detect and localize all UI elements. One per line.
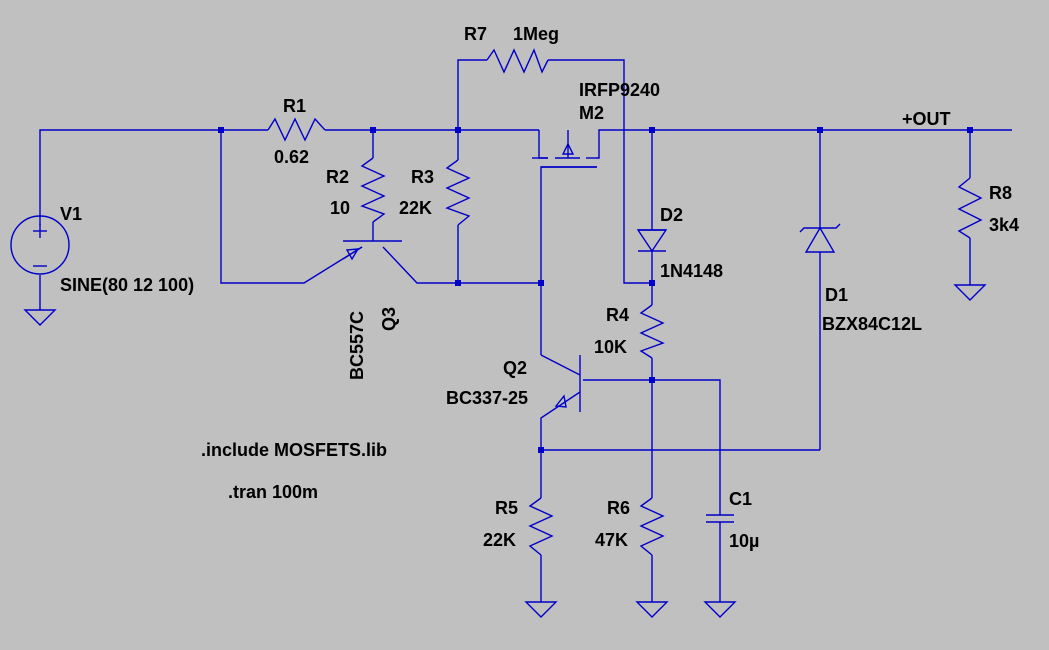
junction-dot [817, 127, 823, 133]
label-v1-ref: V1 [60, 204, 82, 224]
label-r8-value: 3k4 [989, 215, 1019, 235]
ground-icon [524, 601, 558, 618]
junction-dot [538, 280, 544, 286]
wire-q2-collector [540, 354, 581, 376]
ground-icon [953, 284, 987, 301]
label-r1-ref: R1 [283, 96, 306, 116]
label-c1-ref: C1 [729, 489, 752, 509]
source-circle [10, 215, 70, 275]
label-m2-value: IRFP9240 [579, 80, 660, 100]
wire-r7-left [457, 59, 487, 130]
diode-d2[interactable] [636, 229, 668, 253]
label-r7-value: 1Meg [513, 24, 559, 44]
spice-directive-include[interactable]: .include MOSFETS.lib [201, 440, 387, 460]
resistor-r7[interactable] [486, 48, 549, 74]
wire-input-rail [39, 129, 268, 225]
label-r3-ref: R3 [411, 167, 434, 187]
junction-dot [538, 447, 544, 453]
label-r8-ref: R8 [989, 183, 1012, 203]
wire-q2-base [583, 379, 721, 515]
label-c1-value: 10µ [729, 531, 759, 551]
label-r2-ref: R2 [326, 167, 349, 187]
spice-directive-tran[interactable]: .tran 100m [228, 482, 318, 502]
resistor-r1[interactable] [267, 117, 326, 142]
label-r5-ref: R5 [495, 498, 518, 518]
emitter-lead [342, 246, 363, 260]
label-r5-value: 22K [483, 530, 516, 550]
label-q3-ref: Q3 [379, 307, 399, 331]
label-d2-value: 1N4148 [660, 261, 723, 281]
wire-mosfet-drain [596, 129, 1012, 159]
wire-q2-emitter [540, 391, 581, 450]
label-v1-value: SINE(80 12 100) [60, 275, 194, 295]
resistor-r3[interactable] [445, 159, 471, 226]
wire-q3-emitter-rail [220, 130, 363, 284]
wire-gate [540, 166, 597, 355]
ground-icon [635, 601, 669, 618]
body-arrow-icon [561, 142, 575, 155]
mosfet-m2[interactable] [532, 130, 597, 168]
label-d1-ref: D1 [825, 285, 848, 305]
label-r7-ref: R7 [464, 24, 487, 44]
label-d1-value: BZX84C12L [822, 314, 922, 334]
ground-icon [703, 601, 737, 618]
junction-dot [455, 280, 461, 286]
junction-dot [649, 280, 655, 286]
junction-dot [218, 127, 224, 133]
label-r1-value: 0.62 [274, 147, 309, 167]
resistor-r6[interactable] [639, 497, 665, 556]
zener-triangle-icon [804, 226, 836, 253]
ground-icon [23, 309, 57, 326]
zener-diode-d1[interactable] [799, 223, 841, 253]
label-r4-value: 10K [594, 337, 627, 357]
label-m2-ref: M2 [579, 103, 604, 123]
capacitor-c1[interactable] [706, 514, 734, 523]
label-r3-value: 22K [399, 198, 432, 218]
junctions [218, 127, 973, 453]
transistor-q3[interactable] [342, 240, 402, 261]
emitter-arrow-icon [345, 248, 360, 261]
label-r6-value: 47K [595, 530, 628, 550]
junction-dot [370, 127, 376, 133]
label-q2-ref: Q2 [503, 358, 527, 378]
wire-r7-right [548, 59, 652, 284]
diode-triangle-icon [636, 229, 668, 253]
junction-dot [649, 127, 655, 133]
wire-mosfet-source [538, 130, 548, 159]
wire-q3-collector [382, 246, 541, 284]
transistor-q2[interactable] [554, 355, 581, 412]
label-q2-value: BC337-25 [446, 388, 528, 408]
label-r6-ref: R6 [607, 498, 630, 518]
voltage-source-v1[interactable] [10, 215, 70, 275]
emitter-arrow-icon [554, 394, 567, 408]
junction-dot [649, 377, 655, 383]
label-r2-value: 10 [330, 198, 350, 218]
junction-dot [455, 127, 461, 133]
junction-dot [967, 127, 973, 133]
resistor-r8[interactable] [957, 177, 983, 239]
resistor-r2[interactable] [360, 157, 386, 223]
resistor-r4[interactable] [639, 304, 665, 359]
label-out-net: +OUT [902, 109, 951, 129]
resistor-r5[interactable] [528, 497, 554, 556]
label-q3-value: BC557C [347, 311, 367, 380]
label-r4-ref: R4 [606, 305, 629, 325]
label-d2-ref: D2 [660, 205, 683, 225]
